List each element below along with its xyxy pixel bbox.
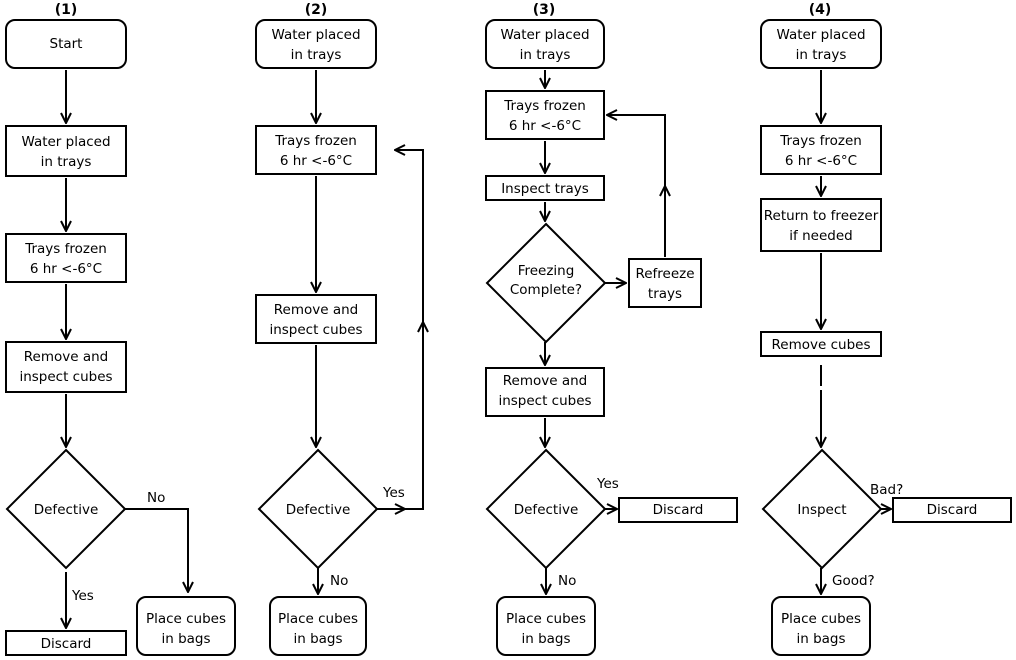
flow-2-remove-label-2: inspect cubes [269,322,362,338]
flow-4-good-label: Good? [832,573,875,589]
flow-1-water-label-1: Water placed [21,134,110,150]
flow-2-water-box [255,19,377,69]
flow-1-remove-box [5,341,127,393]
flow-3-defective-label: Defective [514,502,579,518]
flow-4-discard-label: Discard [927,502,978,518]
flow-2: (2) Water placed in trays Trays frozen 6… [255,2,424,656]
flow-1-no-label: No [147,490,165,506]
flow-4-bad-label: Bad? [870,482,903,498]
flow-3-discard-label: Discard [653,502,704,518]
flow-1-decision-label: Defective [34,502,99,518]
flow-2-bags-box [269,596,367,656]
flow-1-frozen-label-1: Trays frozen [24,241,107,257]
flow-4-bags-label-2: in bags [796,631,845,647]
flow-4-water-box [760,19,882,69]
flow-3-yes-label: Yes [596,476,619,492]
flow-2-remove-label-1: Remove and [274,302,358,318]
flow-4-frozen-label-2: 6 hr <-6°C [785,153,857,169]
flow-4-return-label-2: if needed [789,228,852,244]
flow-2-no-label: No [330,573,348,589]
flow-4-return-label-1: Return to freezer [764,208,879,224]
flow-3-inspect-label: Inspect trays [501,181,589,197]
flow-1: (1) Start Water placed in trays Trays fr… [5,2,236,656]
flow-1-water-box [5,125,127,177]
flow-2-bags-label-1: Place cubes [278,611,358,627]
flow-3-frozen-box [485,90,605,140]
flow-4-frozen-box [760,125,882,175]
flow-1-bags-label-1: Place cubes [146,611,226,627]
flow-3-water-label-1: Water placed [500,27,589,43]
flow-3-refreeze-label-1: Refreeze [635,266,694,282]
flow-2-arrow-yes-loop-to-frozen [395,150,424,510]
flow-3-water-box [485,19,605,69]
flow-1-discard-box [5,630,127,656]
flow-2-water-label-1: Water placed [271,27,360,43]
flow-4-water-label-2: in trays [796,47,847,63]
flow-4-bags-box [771,596,871,656]
flow-2-frozen-label-1: Trays frozen [274,133,357,149]
flow-4-heading: (4) [809,2,832,18]
flow-4-remove-label: Remove cubes [772,337,871,353]
flow-3-water-label-2: in trays [520,47,571,63]
flow-3-heading: (3) [533,2,556,18]
flow-2-water-label-2: in trays [291,47,342,63]
flow-1-frozen-box [5,233,127,283]
flow-1-remove-label-1: Remove and [24,349,108,365]
flow-1-bags-box [136,596,236,656]
flow-2-yes-label: Yes [382,485,405,501]
flow-1-water-label-2: in trays [41,154,92,170]
flow-3-bags-label-2: in bags [521,631,570,647]
flow-3-frozen-label-2: 6 hr <-6°C [509,118,581,134]
flow-2-decision-label: Defective [286,502,351,518]
flow-3-refreeze-label-2: trays [648,286,682,302]
flow-3-frozen-label-1: Trays frozen [503,98,586,114]
flow-3-remove-box [485,367,605,417]
flow-3-freezing-label-1: Freezing [518,263,575,279]
flow-3-discard-box [618,497,738,523]
flow-4: (4) Water placed in trays Trays frozen 6… [760,2,1012,656]
flow-4-frozen-label-1: Trays frozen [779,133,862,149]
flow-4-remove-box [760,331,882,357]
flow-3-freezing-label-2: Complete? [510,282,582,298]
flow-1-start-label: Start [50,36,83,52]
flow-1-discard-label: Discard [41,636,92,652]
flow-2-heading: (2) [305,2,328,18]
flow-1-frozen-label-2: 6 hr <-6°C [30,261,102,277]
flow-4-return-box [760,198,882,252]
flow-1-start-box [5,19,127,69]
flow-3-inspect-box [485,175,605,201]
flow-3-no-label: No [558,573,576,589]
flow-4-discard-box [892,497,1012,523]
flow-2-frozen-box [255,125,377,175]
flow-3-remove-label-1: Remove and [503,373,587,389]
flow-3-refreeze-box [628,258,702,308]
flow-3-bags-box [496,596,596,656]
flow-3: (3) Water placed in trays Trays frozen 6… [485,2,738,656]
flow-1-heading: (1) [55,2,78,18]
flow-3-remove-label-2: inspect cubes [498,393,591,409]
flow-2-remove-box [255,294,377,344]
flow-1-decision-diamond [5,448,127,570]
flow-2-bags-label-2: in bags [293,631,342,647]
flow-4-inspect-label: Inspect [797,502,846,518]
flow-1-arrow-no-to-bags [125,508,188,592]
flow-1-remove-label-2: inspect cubes [19,369,112,385]
flow-3-bags-label-1: Place cubes [506,611,586,627]
flow-1-yes-label: Yes [71,588,94,604]
flow-4-bags-label-1: Place cubes [781,611,861,627]
flow-3-arrow-refreeze-loop [607,115,666,257]
flow-1-bags-label-2: in bags [161,631,210,647]
flow-2-frozen-label-2: 6 hr <-6°C [280,153,352,169]
flow-4-water-label-1: Water placed [776,27,865,43]
